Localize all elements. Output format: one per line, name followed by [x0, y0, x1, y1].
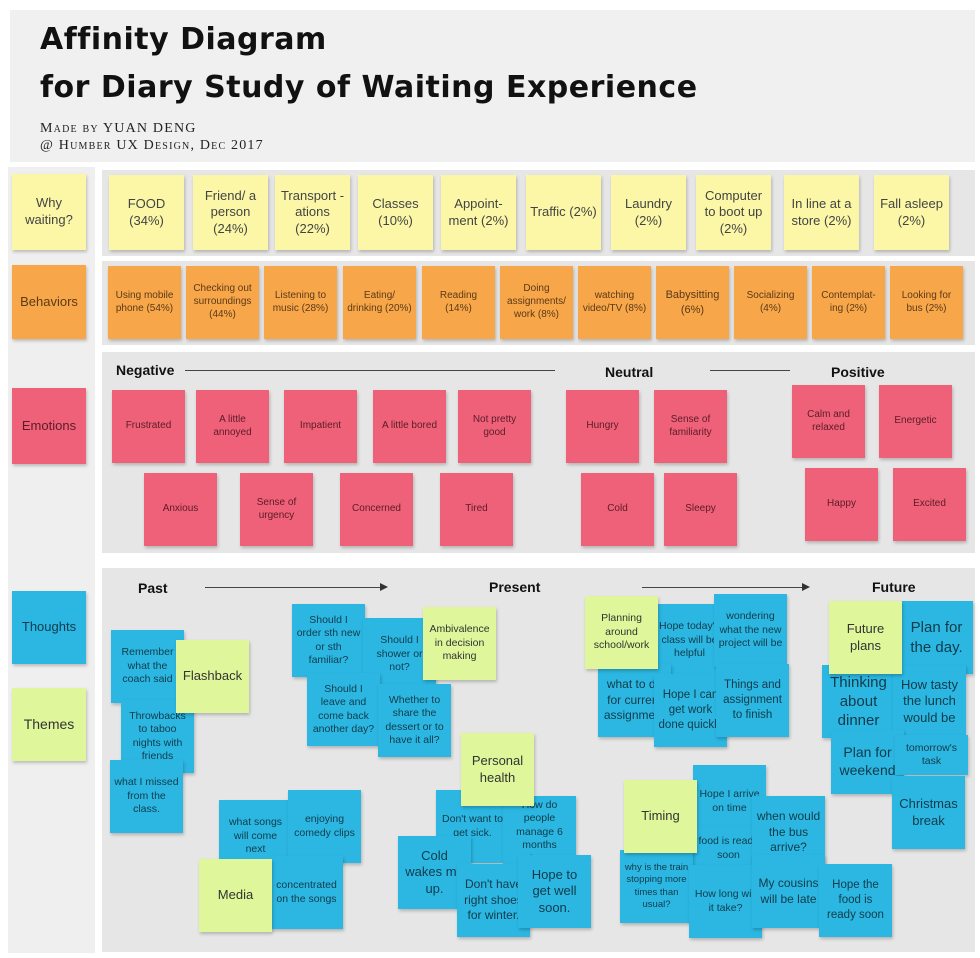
why-note-classes: Classes (10%): [358, 175, 433, 250]
behavior-note-reading: Reading (14%): [422, 266, 495, 339]
row-label-thoughts: Thoughts: [12, 591, 86, 664]
emotion-note-annoyed: A little annoyed: [196, 390, 269, 463]
thought-note: tomorrow's task: [895, 735, 968, 775]
behavior-note-video: watching video/TV (8%): [578, 266, 651, 339]
emotion-note-frustrated: Frustrated: [112, 390, 185, 463]
behavior-note-assignments: Doing assignments/ work (8%): [500, 266, 573, 339]
thought-note: enjoying comedy clips: [288, 790, 361, 863]
row-label-themes: Themes: [12, 688, 86, 761]
thought-note: Plan for the day.: [900, 601, 973, 674]
row-label-why-waiting: Why waiting?: [12, 174, 86, 250]
thought-note: Hope I can get work done quickly: [654, 674, 727, 747]
behavior-note-socializing: Socializing (4%): [734, 266, 807, 339]
why-note-friend: Friend/ a person (24%): [193, 175, 268, 250]
thought-note: Don't have right shoes for winter.: [457, 864, 530, 937]
emotion-note-bored: A little bored: [373, 390, 446, 463]
emotion-note-urgency: Sense of urgency: [240, 473, 313, 546]
emotion-note-concerned: Concerned: [340, 473, 413, 546]
timeline-arrow-1: [205, 587, 380, 588]
theme-note-media: Media: [199, 859, 272, 932]
why-note-store-line: In line at a store (2%): [784, 175, 859, 250]
thought-note: Plan for weekend: [831, 730, 904, 794]
behavior-note-contemplating: Contemplat- ing (2%): [812, 266, 885, 339]
emotions-heading-neutral: Neutral: [605, 364, 654, 380]
thought-note: How long will it take?: [689, 865, 762, 938]
emotion-note-cold: Cold: [581, 473, 654, 546]
why-note-appointment: Appoint- ment (2%): [441, 175, 516, 250]
thought-note: Should I order sth new or sth familiar?: [292, 604, 365, 677]
why-note-laundry: Laundry (2%): [611, 175, 686, 250]
why-note-transportations: Transport -ations (22%): [275, 175, 350, 250]
emotions-axis-left: [185, 370, 555, 371]
emotion-note-sleepy: Sleepy: [664, 473, 737, 546]
emotion-note-calm: Calm and relaxed: [792, 385, 865, 458]
thought-note: Christmas break: [892, 776, 965, 849]
thought-note: what I missed from the class.: [110, 760, 183, 833]
emotion-note-tired: Tired: [440, 473, 513, 546]
thought-note: Thinking about dinner: [822, 665, 895, 738]
theme-note-ambivalence: Ambivalence in decision making: [423, 607, 496, 680]
header-panel: [10, 10, 975, 162]
diagram-title-line1: Affinity Diagram: [40, 22, 327, 57]
timeline-arrowhead-2: [802, 583, 810, 591]
thought-note: Hope the food is ready soon: [819, 864, 892, 937]
thought-note: Whether to share the dessert or to have …: [378, 684, 451, 757]
emotions-heading-negative: Negative: [116, 362, 175, 378]
thought-note: Things and assignment to finish: [716, 664, 789, 737]
emotion-note-familiarity: Sense of familiarity: [654, 390, 727, 463]
timeline-arrow-2: [642, 587, 802, 588]
theme-note-flashback: Flashback: [176, 640, 249, 713]
theme-note-personal-health: Personal health: [461, 733, 534, 806]
behavior-note-babysitting: Babysitting (6%): [656, 266, 729, 339]
why-note-fall-asleep: Fall asleep (2%): [874, 175, 949, 250]
thoughts-heading-present: Present: [489, 579, 541, 595]
why-note-computer: Computer to boot up (2%): [696, 175, 771, 250]
thoughts-heading-past: Past: [138, 580, 168, 596]
credit-course: @ Humber UX Design, Dec 2017: [40, 138, 264, 153]
row-label-emotions: Emotions: [12, 388, 86, 464]
thought-note: My cousins will be late: [752, 855, 825, 928]
why-note-food: FOOD (34%): [109, 175, 184, 250]
thought-note: Remember what the coach said: [111, 630, 184, 703]
why-note-traffic: Traffic (2%): [526, 175, 601, 250]
thought-note: concentrated on the songs: [270, 856, 343, 929]
behavior-note-mobile-phone: Using mobile phone (54%): [108, 266, 181, 339]
emotion-note-hungry: Hungry: [566, 390, 639, 463]
emotion-note-anxious: Anxious: [144, 473, 217, 546]
behavior-note-surroundings: Checking out surroundings (44%): [186, 266, 259, 339]
emotion-note-impatient: Impatient: [284, 390, 357, 463]
behavior-note-music: Listening to music (28%): [264, 266, 337, 339]
thoughts-heading-future: Future: [872, 579, 916, 595]
thought-note: How tasty the lunch would be: [893, 665, 966, 738]
row-label-behaviors: Behaviors: [12, 265, 86, 339]
credit-author: Made by YUAN DENG: [40, 121, 197, 136]
emotion-note-not-good: Not pretty good: [458, 390, 531, 463]
diagram-title-line2: for Diary Study of Waiting Experience: [40, 70, 698, 105]
emotions-axis-right: [710, 370, 790, 371]
thought-note: why is the train stopping more times tha…: [620, 850, 693, 923]
emotion-note-energetic: Energetic: [879, 385, 952, 458]
timeline-arrowhead-1: [380, 583, 388, 591]
theme-note-future-plans: Future plans: [829, 601, 902, 674]
thought-note: Should I leave and come back another day…: [307, 673, 380, 746]
theme-note-timing: Timing: [624, 780, 697, 853]
thought-note: Hope to get well soon.: [518, 855, 591, 928]
behavior-note-eating: Eating/ drinking (20%): [343, 266, 416, 339]
emotions-heading-positive: Positive: [831, 364, 885, 380]
thought-note: wondering what the new project will be: [714, 594, 787, 667]
behavior-note-looking-bus: Looking for bus (2%): [890, 266, 963, 339]
emotion-note-excited: Excited: [893, 468, 966, 541]
emotion-note-happy: Happy: [805, 468, 878, 541]
theme-note-planning: Planning around school/work: [585, 596, 658, 669]
